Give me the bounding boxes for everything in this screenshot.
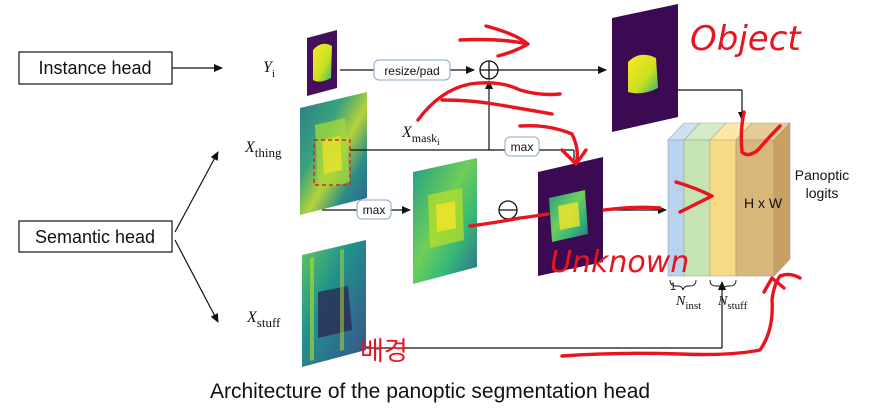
x-stuff-map (302, 240, 366, 367)
x-mask-label: Xmaski (401, 124, 440, 147)
logits-title-1: Panoptic (795, 167, 849, 183)
logits-size-label: H x W (744, 195, 783, 211)
handwritten-annotations: Object Unknown 배경 (360, 19, 802, 367)
hand-unknown-text: Unknown (550, 245, 689, 280)
instance-head-label: Instance head (38, 58, 151, 78)
hand-minus-line (468, 212, 550, 228)
x-stuff-label: Xstuff (246, 309, 281, 330)
instance-head-box: Instance head (18, 51, 173, 85)
y-i-label: Yi (263, 59, 275, 80)
max-top-label: max (511, 140, 534, 154)
max-left-box (356, 199, 392, 220)
object-map (612, 4, 678, 132)
logits-title-2: logits (806, 185, 839, 201)
hand-curve-plus-2 (440, 98, 554, 116)
x-thing-label: Xthing (244, 139, 282, 160)
hand-curve-plus (416, 81, 562, 122)
hand-arrow-top (458, 24, 530, 58)
y-i-map (307, 30, 337, 96)
caption: Architecture of the panoptic segmentatio… (210, 380, 650, 403)
thing-crop-box (313, 139, 351, 186)
n-stuff-label: Nstuff (717, 294, 748, 312)
stuff-slab (709, 139, 737, 277)
unknown-map (538, 157, 603, 276)
hand-check-logits (739, 110, 782, 157)
max-map (413, 158, 477, 284)
hand-korean-text: 배경 (360, 337, 408, 367)
one-label: 1 (670, 281, 676, 293)
resize-pad-box (373, 59, 451, 81)
semantic-head-box: Semantic head (18, 220, 173, 253)
semantic-head-label: Semantic head (35, 227, 155, 247)
x-thing-map (300, 92, 367, 215)
hand-arrow-unknown (518, 123, 588, 166)
hand-arrow-logits (602, 180, 714, 214)
semantic-to-thing-arrow (174, 151, 219, 233)
n-inst-label: Ninst (675, 294, 701, 312)
max-top-box (504, 136, 540, 157)
resize-pad-label: resize/pad (384, 64, 439, 78)
semantic-to-stuff-arrow (174, 239, 219, 323)
brace-stuff (709, 279, 737, 291)
hand-object-text: Object (690, 19, 802, 59)
max-left-label: max (363, 203, 386, 217)
brace-inst (669, 279, 697, 291)
hand-bottom-curve (560, 272, 802, 358)
